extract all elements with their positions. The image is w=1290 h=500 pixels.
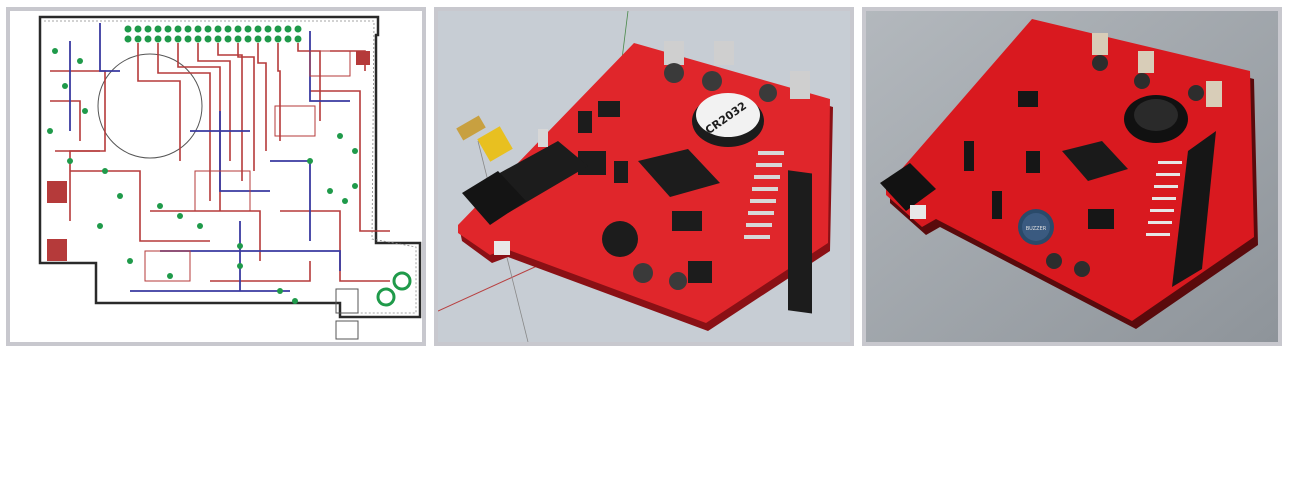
coin-battery xyxy=(696,93,760,137)
pcb-3d-render-panel: CR2032 xyxy=(434,7,854,346)
main-chip xyxy=(1062,141,1128,181)
board-photo xyxy=(886,19,1254,321)
dc-jack xyxy=(462,171,526,225)
pcb-3d-render-image: CR2032 xyxy=(438,11,850,342)
pcb-photo-panel: BUZZER xyxy=(862,7,1282,346)
top-header-pads xyxy=(124,25,302,43)
battery-footprint xyxy=(97,53,203,159)
pcb-layout-panel xyxy=(6,7,426,346)
buzzer xyxy=(602,221,638,257)
dc-jack xyxy=(880,163,936,211)
buzzer-label: BUZZER xyxy=(1026,226,1047,232)
battery-holder xyxy=(1134,99,1178,131)
pcb-layout-image xyxy=(10,11,422,342)
main-chip xyxy=(638,149,720,197)
pcb-photo-image: BUZZER xyxy=(866,11,1278,342)
board-outline xyxy=(38,15,422,319)
